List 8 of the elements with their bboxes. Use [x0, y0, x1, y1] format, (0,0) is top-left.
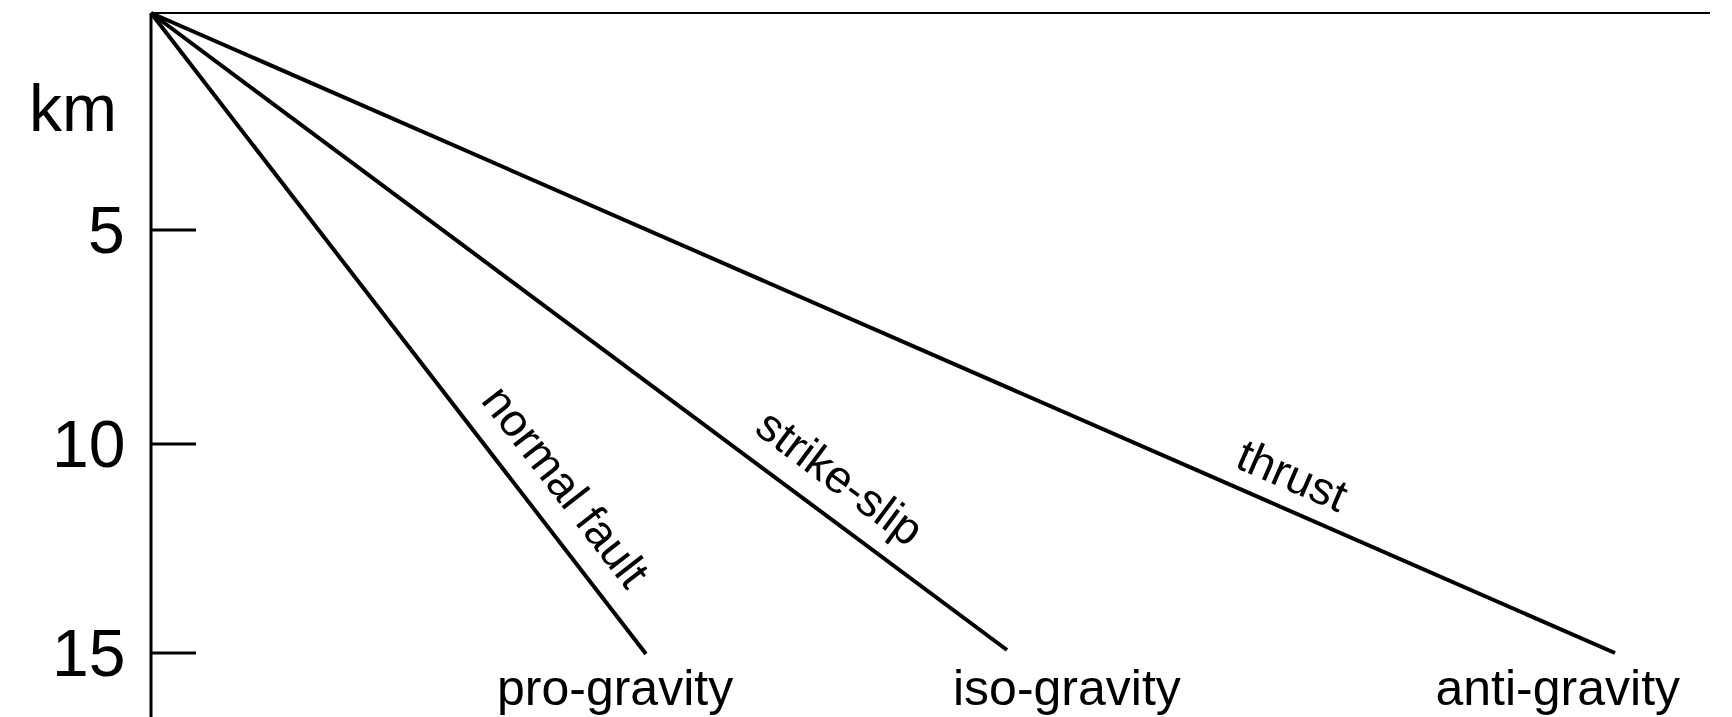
- line-label: thrust: [1230, 430, 1354, 520]
- tick-label: 15: [52, 620, 126, 686]
- line-end-label: pro-gravity: [497, 663, 734, 713]
- line-end-label: iso-gravity: [953, 663, 1181, 713]
- axis-unit-label: km: [29, 75, 117, 141]
- line-end-label: anti-gravity: [1435, 663, 1681, 713]
- tick-label: 5: [88, 197, 125, 263]
- tick-label: 10: [52, 411, 126, 477]
